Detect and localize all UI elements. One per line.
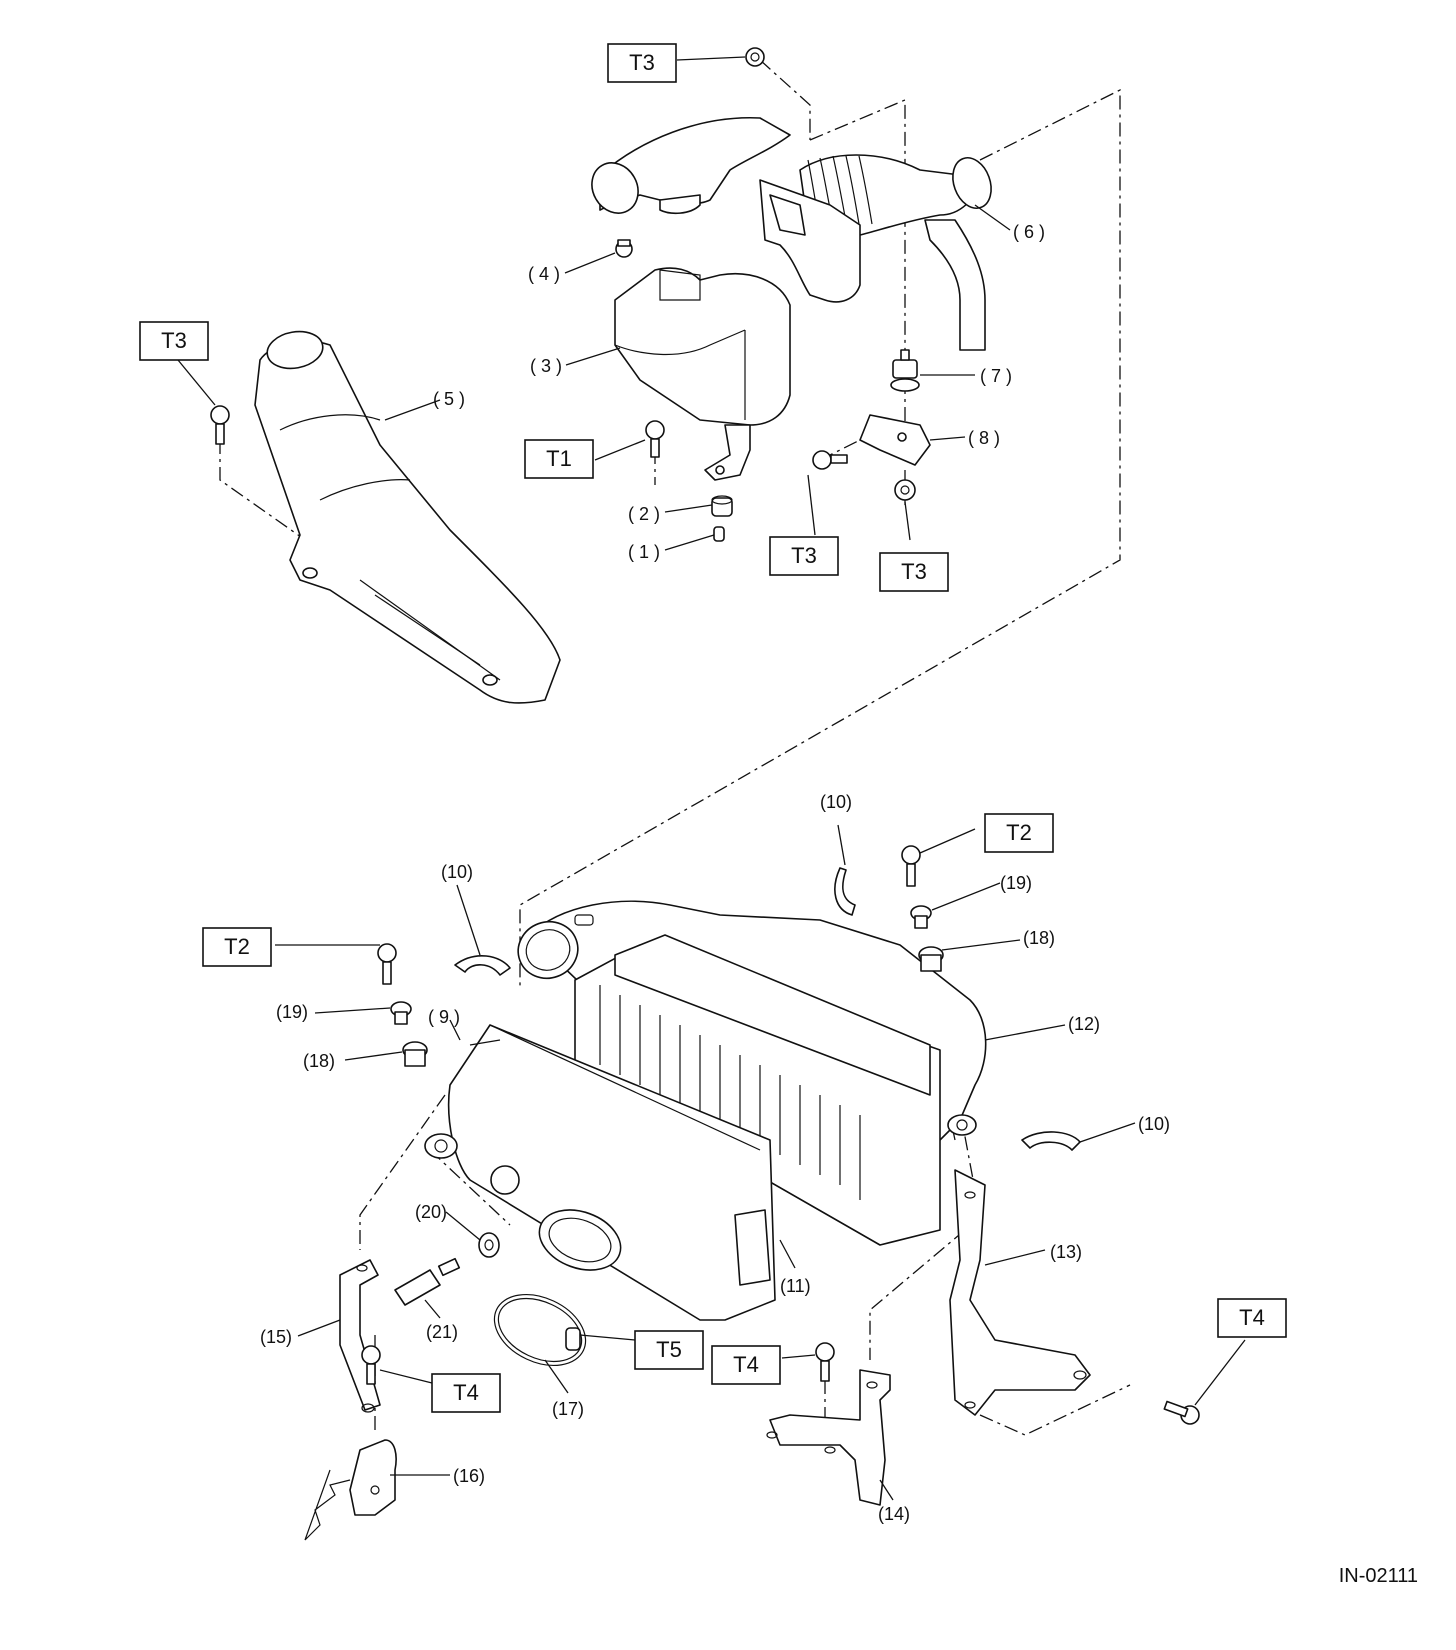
bolt-t4-right — [1163, 1400, 1200, 1425]
clip-10-top — [834, 867, 856, 916]
part-label-2: ( 2 ) — [628, 504, 660, 524]
part-label-6: ( 6 ) — [1013, 222, 1045, 242]
grommet-18-left — [402, 1041, 428, 1067]
torque-box-t2-left: T2 — [202, 927, 272, 967]
clip-10-right — [1021, 1131, 1081, 1151]
part-label-5: ( 5 ) — [433, 389, 465, 409]
torque-box-t2-right: T2 — [984, 813, 1054, 853]
part-label-17: (17) — [552, 1399, 584, 1419]
part-label-10-top: (10) — [820, 792, 852, 812]
part-label-16: (16) — [453, 1466, 485, 1486]
torque-label: T3 — [791, 543, 817, 568]
filter-pleats — [599, 985, 861, 1200]
sensor-21 — [394, 1257, 461, 1306]
part-label-20: (20) — [415, 1202, 447, 1222]
bracket-15 — [339, 1259, 381, 1413]
washer-19-right — [910, 905, 932, 929]
torque-box-t4-middle: T4 — [711, 1345, 781, 1385]
air-intake-duct — [591, 116, 791, 215]
resonator-bracket-body — [759, 179, 861, 303]
nut-t3-lower-right — [894, 479, 916, 501]
torque-box-t1: T1 — [524, 439, 594, 479]
torque-label: T1 — [546, 446, 572, 471]
part-label-3: ( 3 ) — [530, 356, 562, 376]
bolt-t4-left — [361, 1345, 381, 1385]
torque-label: T4 — [453, 1380, 479, 1405]
torque-label: T3 — [629, 50, 655, 75]
torque-box-t3-lower-right: T3 — [879, 552, 949, 592]
washer-19-left — [390, 1001, 412, 1025]
part-label-1: ( 1 ) — [628, 542, 660, 562]
part-label-9: ( 9 ) — [428, 1007, 460, 1027]
clamp-17 — [493, 1294, 587, 1366]
torque-box-t3-left: T3 — [139, 321, 209, 361]
inlet-duct-5 — [254, 330, 561, 704]
air-filter-element-11 — [574, 934, 941, 1246]
resonator-chamber — [614, 267, 791, 481]
torque-label: T2 — [1006, 820, 1032, 845]
grommet-18-right — [918, 946, 944, 972]
part-label-19-right: (19) — [1000, 873, 1032, 893]
bracket-16 — [304, 1439, 397, 1541]
bolt-t3-lower-left — [812, 450, 848, 470]
torque-box-t4-left: T4 — [431, 1373, 501, 1413]
part-label-19-left: (19) — [276, 1002, 308, 1022]
part-label-15: (15) — [260, 1327, 292, 1347]
leader-lines — [177, 56, 1246, 1501]
bolt-t2-left — [377, 943, 397, 985]
torque-box-t3-top: T3 — [607, 43, 677, 83]
bolt-t1 — [645, 420, 665, 458]
bracket-8 — [859, 414, 931, 466]
part-label-18-left: (18) — [303, 1051, 335, 1071]
bracket-13 — [949, 1169, 1091, 1416]
torque-label: T3 — [161, 328, 187, 353]
torque-label: T4 — [733, 1352, 759, 1377]
part-label-4: ( 4 ) — [528, 264, 560, 284]
part-labels: ( 1 ) ( 2 ) ( 3 ) ( 4 ) ( 5 ) ( 6 ) ( 7 … — [260, 222, 1170, 1524]
collar-1 — [713, 526, 725, 542]
torque-label: T2 — [224, 934, 250, 959]
figure-id: IN-02111 — [1339, 1565, 1418, 1587]
stud-7 — [890, 349, 920, 392]
part-label-8: ( 8 ) — [968, 428, 1000, 448]
part-label-10-right: (10) — [1138, 1114, 1170, 1134]
bolt-t2-right — [901, 845, 921, 887]
bolt-t3-left — [210, 405, 230, 445]
part-label-10-left: (10) — [441, 862, 473, 882]
grommet-4 — [615, 239, 633, 258]
bolt-t4-middle — [815, 1342, 835, 1382]
part-label-21: (21) — [426, 1322, 458, 1342]
part-label-7: ( 7 ) — [980, 366, 1012, 386]
torque-label: T4 — [1239, 1305, 1265, 1330]
part-label-13: (13) — [1050, 1242, 1082, 1262]
bolt-t3-top — [745, 47, 765, 67]
part-label-18-right: (18) — [1023, 928, 1055, 948]
part-label-14: (14) — [878, 1504, 910, 1524]
torque-label: T5 — [656, 1337, 682, 1362]
torque-box-t3-lower-left: T3 — [769, 536, 839, 576]
air-cleaner-case-lower-9 — [424, 1024, 776, 1321]
torque-label: T3 — [901, 559, 927, 584]
grommet-20 — [478, 1232, 500, 1258]
grommet-2 — [711, 495, 733, 517]
clip-10-left — [454, 954, 511, 976]
part-label-12: (12) — [1068, 1014, 1100, 1034]
torque-box-t5: T5 — [634, 1330, 704, 1370]
bracket-14 — [766, 1369, 891, 1506]
part-label-11: (11) — [780, 1276, 811, 1296]
torque-box-t4-right: T4 — [1217, 1298, 1287, 1338]
